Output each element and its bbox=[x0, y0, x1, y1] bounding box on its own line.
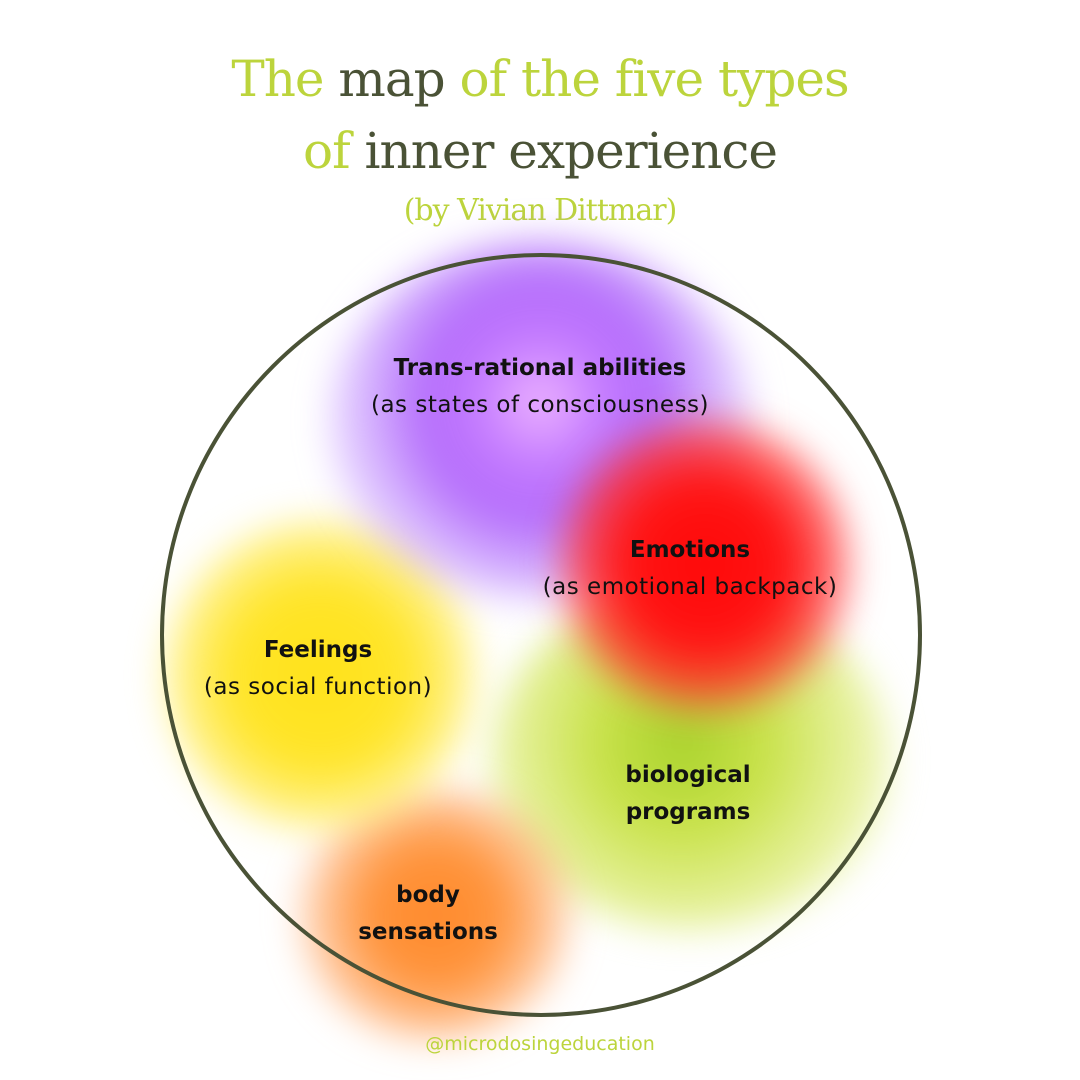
title-word: of the five types bbox=[459, 50, 850, 108]
label-title: sensations bbox=[358, 919, 498, 945]
title-line-2: of inner experience bbox=[0, 122, 1080, 180]
label-title: Trans-rational abilities bbox=[393, 355, 687, 381]
label-feelings: Feelings (as social function) bbox=[204, 632, 432, 706]
title-word: map bbox=[338, 50, 460, 108]
label-biological-programs: biological programs bbox=[625, 757, 750, 831]
label-title: biological bbox=[625, 762, 751, 788]
footer-handle: @microdosingeducation bbox=[425, 1033, 655, 1055]
outer-circle bbox=[160, 253, 922, 1017]
label-subtitle: (as social function) bbox=[203, 674, 433, 700]
label-title: body bbox=[396, 882, 460, 908]
label-title: programs bbox=[625, 799, 751, 825]
label-transrational: Trans-rational abilities (as states of c… bbox=[371, 350, 709, 424]
title-line-1: The map of the five types bbox=[0, 50, 1080, 108]
label-title: Emotions bbox=[629, 537, 751, 563]
subtitle: (by Vivian Dittmar) bbox=[403, 193, 678, 228]
label-emotions: Emotions (as emotional backpack) bbox=[543, 532, 838, 606]
label-subtitle: (as states of consciousness) bbox=[370, 392, 710, 418]
label-subtitle: (as emotional backpack) bbox=[542, 574, 838, 600]
title-word: inner experience bbox=[364, 122, 778, 180]
title-word: of bbox=[303, 122, 365, 180]
label-body-sensations: body sensations bbox=[358, 877, 498, 951]
title-word: The bbox=[231, 50, 339, 108]
label-title: Feelings bbox=[263, 637, 373, 663]
